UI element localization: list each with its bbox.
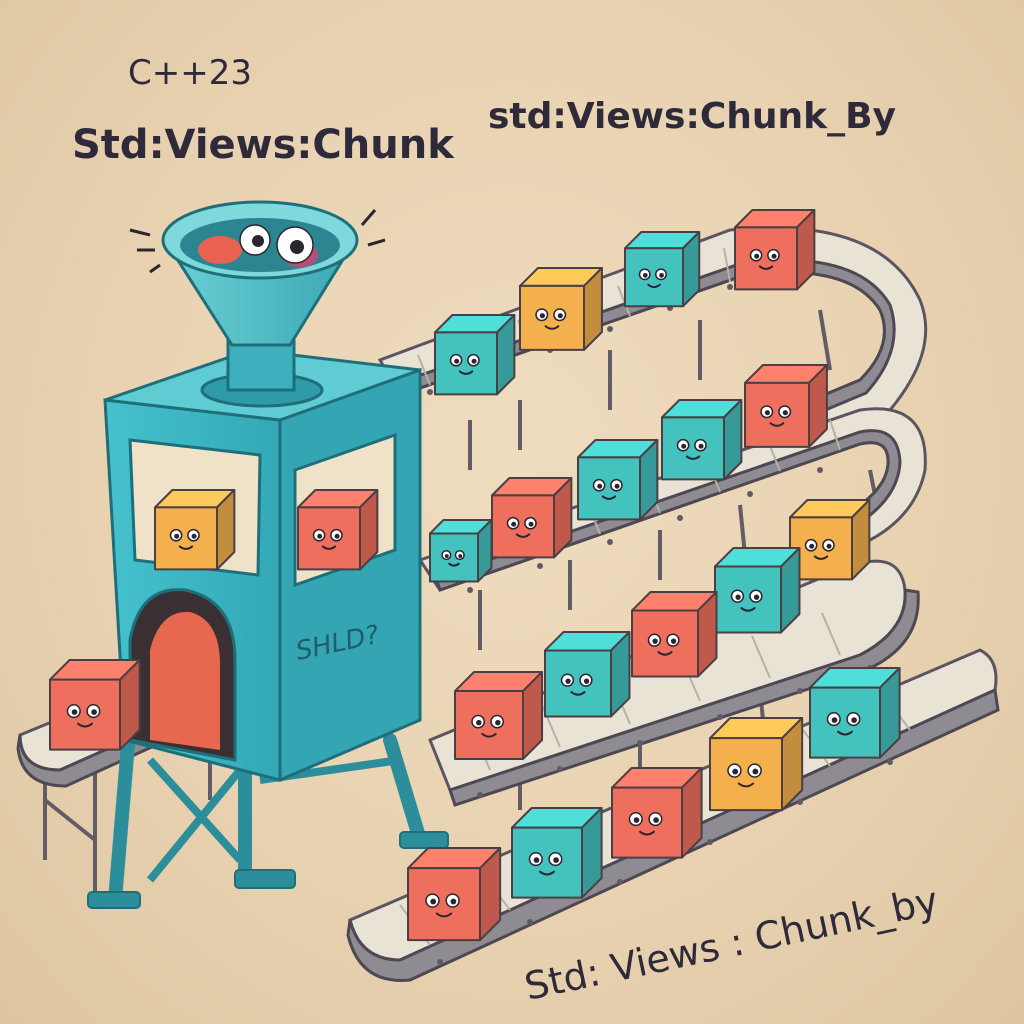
boxes-layer [49,209,901,942]
smiling-box [544,631,631,718]
smiling-box [611,767,703,859]
smiling-box [297,489,379,571]
smiling-box [407,847,502,942]
chunk-by-label-top: std:Views:Chunk_By [488,96,896,137]
smiling-box [511,807,603,899]
smiling-box [577,439,659,521]
smiling-box [154,489,236,571]
funnel-icon [129,200,386,408]
smiling-box [519,267,603,351]
smiling-box [734,209,816,291]
smiling-box [631,591,718,678]
smiling-box [709,717,804,812]
smiling-box [49,659,141,751]
smiling-box [789,499,871,581]
smiling-box [661,399,743,481]
smiling-box [491,477,573,559]
smiling-box [429,519,493,583]
chunk-view-label: Std:Views:Chunk [72,122,455,168]
smiling-box [714,547,801,634]
cpp-version-label: C++23 [128,53,252,93]
chunking-machine: SHLD? [87,348,449,909]
smiling-box [744,364,828,448]
smiling-box [809,667,901,759]
smiling-box [454,671,544,761]
smiling-box [624,231,701,308]
smiling-box [434,314,516,396]
